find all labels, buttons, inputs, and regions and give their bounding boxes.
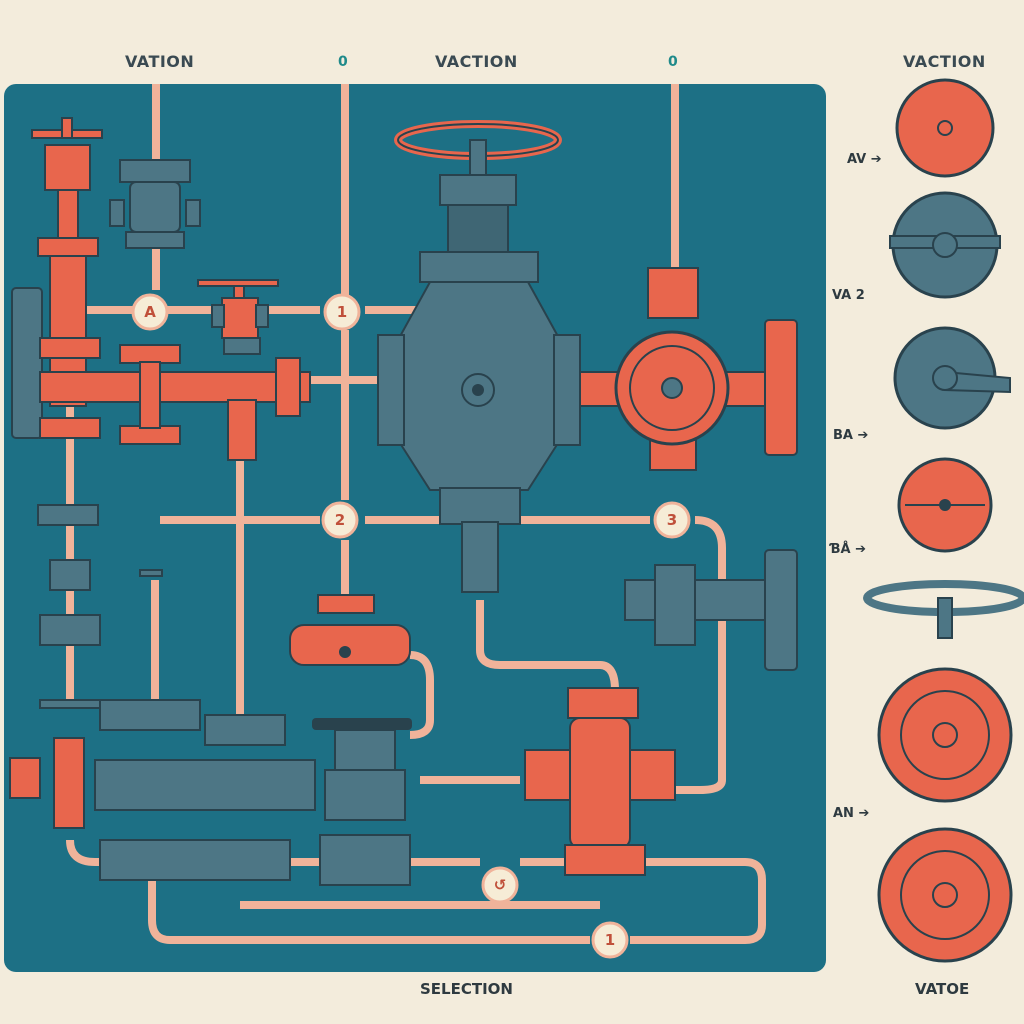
- header-left: VATION: [125, 52, 195, 71]
- orange-disc-valve-icon: [895, 78, 995, 178]
- lower-left-slate-valves[interactable]: [9, 504, 101, 829]
- small-orange-valve-middle[interactable]: [289, 594, 411, 666]
- footer-right: VATOE: [915, 980, 970, 998]
- legend-label-2: VA 2: [832, 288, 865, 303]
- slate-valve-right[interactable]: [624, 549, 798, 671]
- small-orange-valve[interactable]: [197, 279, 279, 355]
- svg-text:↺: ↺: [494, 876, 507, 894]
- slate-valve-bottom-middle[interactable]: [312, 718, 412, 886]
- footer-selection: SELECTION: [420, 980, 513, 998]
- svg-text:2: 2: [335, 511, 345, 529]
- node-1-top[interactable]: 1: [323, 293, 361, 331]
- svg-text:1: 1: [605, 931, 615, 949]
- header-center-mark: 0: [668, 54, 679, 70]
- node-3[interactable]: 3: [653, 501, 691, 539]
- node-bottom-mark[interactable]: ↺: [481, 866, 519, 904]
- handwheel-valve-icon: [863, 580, 1024, 963]
- svg-text:1: 1: [337, 303, 347, 321]
- small-slate-valve-top[interactable]: [109, 159, 201, 249]
- circular-orange-valve[interactable]: [579, 267, 798, 471]
- bottom-slate-valve-assembly[interactable]: [94, 569, 316, 881]
- orange-ball-valve-icon: [897, 457, 993, 553]
- legend-label-1: AV ➔: [847, 152, 882, 167]
- legend-label-4: ƁÅ ➔: [830, 542, 867, 557]
- header-left-mark: 0: [338, 54, 349, 70]
- svg-text:A: A: [144, 303, 156, 321]
- node-2[interactable]: 2: [321, 501, 359, 539]
- node-a[interactable]: A: [131, 293, 169, 331]
- node-1-bottom[interactable]: 1: [591, 921, 629, 959]
- legend-label-5: AN ➔: [833, 806, 870, 821]
- large-orange-valve-bottom[interactable]: [524, 687, 676, 876]
- legend-label-3: BA ➔: [833, 428, 869, 443]
- central-gate-valve[interactable]: [377, 120, 581, 593]
- header-center: VACTION: [435, 52, 518, 71]
- svg-text:3: 3: [667, 511, 677, 529]
- lever-valve-icon: [893, 326, 1011, 430]
- header-right: VACTION: [903, 52, 986, 71]
- diagram-panel: [4, 84, 826, 972]
- orange-header-pipe: [39, 344, 311, 461]
- gate-lever-valve-icon: [889, 191, 1001, 299]
